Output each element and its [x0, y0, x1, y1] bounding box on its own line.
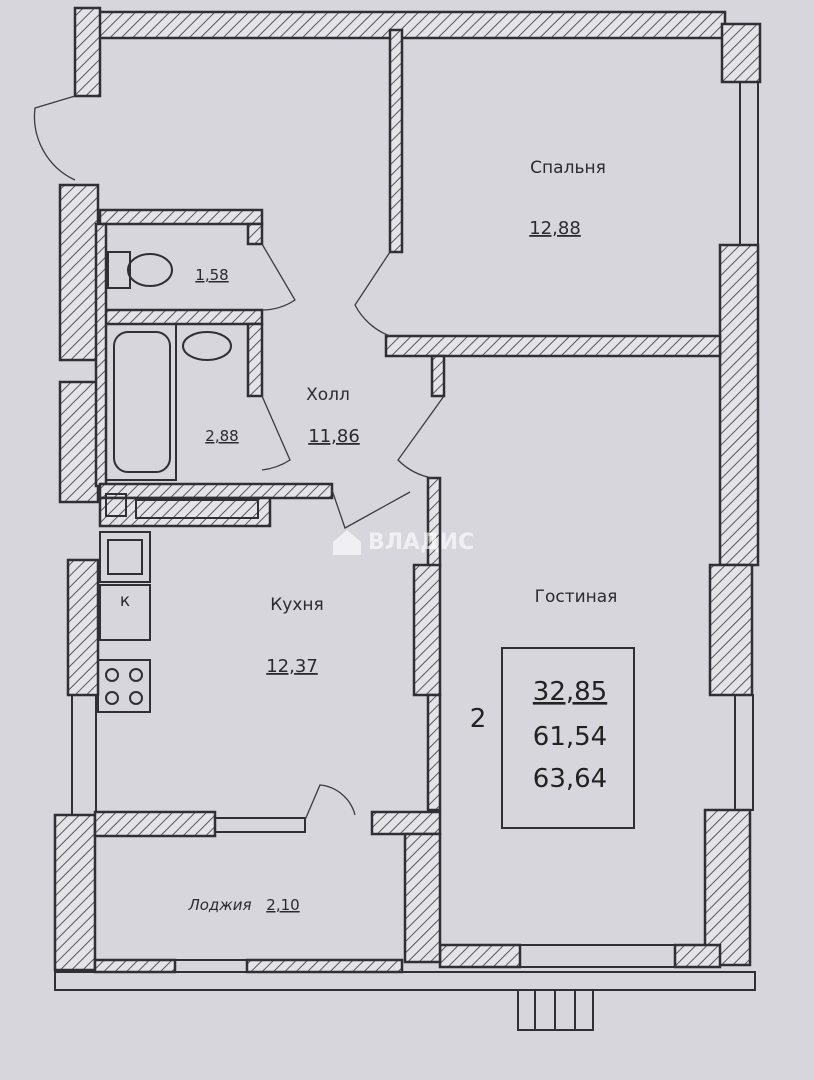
- room-name-bedroom: Спальня: [530, 158, 606, 178]
- house-key-icon: [333, 530, 361, 555]
- total-area-with-loggia: 63,64: [533, 764, 607, 794]
- appliance-mark: к: [120, 591, 130, 611]
- stove-icon: [97, 659, 151, 713]
- room-name-living: Гостиная: [535, 587, 618, 607]
- fridge-icon: [99, 584, 151, 641]
- room-area-bedroom: 12,88: [529, 218, 581, 239]
- rooms-count: 2: [470, 704, 487, 734]
- watermark: ВЛАДИС: [333, 530, 474, 555]
- outer-walls: [53, 6, 762, 1031]
- room-area-hall: 11,86: [308, 426, 360, 447]
- room-area-kitchen: 12,37: [266, 656, 318, 677]
- room-name-loggia: Лоджия: [187, 896, 251, 914]
- total-area: 61,54: [533, 722, 607, 752]
- toilet-icon: [107, 251, 131, 289]
- room-area-loggia: 2,10: [266, 896, 299, 914]
- area-summary-box: 32,85 61,54 63,64: [501, 647, 635, 829]
- watermark-text: ВЛАДИС: [368, 530, 474, 555]
- living-area: 32,85: [533, 677, 607, 707]
- sink-icon: [182, 331, 232, 361]
- room-area-toilet: 1,58: [195, 266, 228, 284]
- sink-kitchen-icon: [99, 531, 151, 583]
- fixtures: к: [97, 251, 232, 713]
- room-name-kitchen: Кухня: [270, 595, 324, 615]
- room-area-bathroom: 2,88: [205, 427, 238, 445]
- toilet-bowl-icon: [127, 253, 173, 287]
- room-name-hall: Холл: [306, 385, 350, 405]
- doors: [33, 95, 445, 821]
- inner-walls: [93, 28, 722, 964]
- bathtub-icon: [105, 323, 177, 481]
